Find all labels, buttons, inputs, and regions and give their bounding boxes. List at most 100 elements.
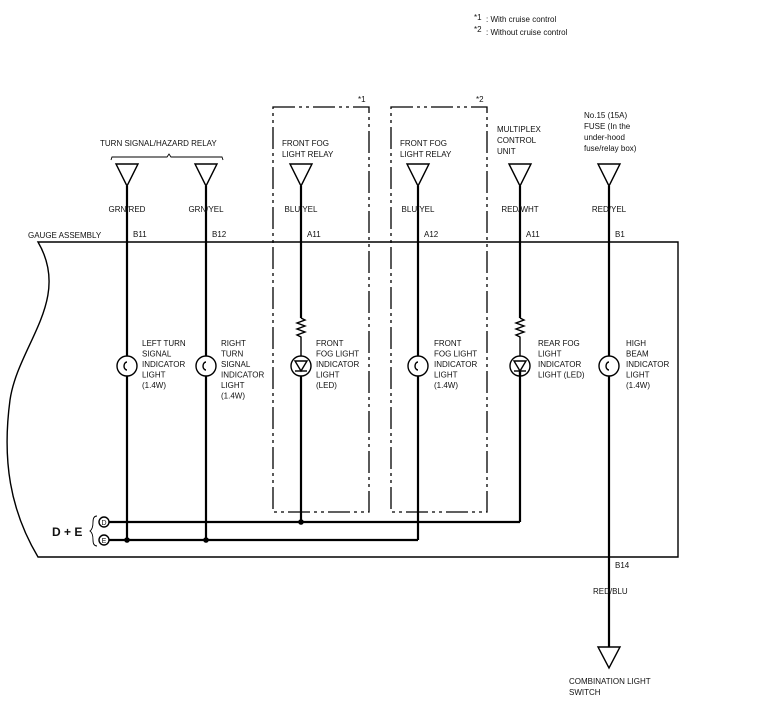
output-wire-color: RED/BLU bbox=[593, 587, 628, 596]
component-label-line: BEAM bbox=[626, 350, 649, 359]
note-1-text: : With cruise control bbox=[486, 15, 556, 24]
source-label-line: FRONT FOG bbox=[282, 139, 329, 148]
connector-triangle-icon bbox=[596, 163, 622, 188]
connector-triangle-icon bbox=[596, 646, 622, 670]
ground-label: D + E bbox=[52, 525, 82, 539]
pin-label: B11 bbox=[133, 230, 147, 239]
note-2-text: : Without cruise control bbox=[486, 28, 568, 37]
component-label-line: LIGHT bbox=[626, 371, 650, 380]
component-label-line: FRONT bbox=[316, 339, 344, 348]
circuit-2: GRN/YELB12RIGHTTURNSIGNALINDICATORLIGHT(… bbox=[188, 163, 264, 540]
source-label-line: under-hood bbox=[584, 133, 625, 142]
junction-dot bbox=[298, 519, 304, 525]
component-label-line: INDICATOR bbox=[538, 360, 581, 369]
component-label-line: LIGHT (LED) bbox=[538, 371, 585, 380]
component-label-line: (1.4W) bbox=[221, 392, 245, 401]
pin-label: B1 bbox=[615, 230, 625, 239]
component-label-line: FOG LIGHT bbox=[434, 350, 477, 359]
wire-color-label: GRN/RED bbox=[109, 205, 146, 214]
component-label-line: INDICATOR bbox=[626, 360, 669, 369]
source-label-line: LIGHT RELAY bbox=[282, 150, 334, 159]
connector-triangle-icon bbox=[405, 163, 431, 188]
component-label-line: FRONT bbox=[434, 339, 462, 348]
source-label-line: CONTROL bbox=[497, 136, 537, 145]
component-label-line: TURN bbox=[221, 350, 243, 359]
source-label-line: FUSE (In the bbox=[584, 122, 631, 131]
option-box-2-mark: *2 bbox=[476, 95, 484, 104]
component-label-line: SIGNAL bbox=[221, 360, 251, 369]
bulb-icon bbox=[407, 355, 429, 377]
bulb-icon bbox=[598, 355, 620, 377]
terminal-d-label: D bbox=[101, 520, 106, 527]
wire-color-label: BLU/YEL bbox=[402, 205, 435, 214]
component-label-line: INDICATOR bbox=[221, 371, 264, 380]
turn-signal-relay-label: TURN SIGNAL/HAZARD RELAY bbox=[100, 139, 217, 148]
option-box-2: *2 bbox=[390, 95, 488, 513]
component-label-line: FOG LIGHT bbox=[316, 350, 359, 359]
terminal-e-label: E bbox=[102, 538, 107, 545]
diode-glyph bbox=[293, 360, 309, 373]
source-front-fog-relay-1: FRONT FOG LIGHT RELAY bbox=[282, 139, 334, 159]
source-label-line: FRONT FOG bbox=[400, 139, 447, 148]
pin-label: A11 bbox=[526, 230, 540, 239]
output-combination-light-switch: B14 RED/BLU COMBINATION LIGHT SWITCH bbox=[569, 557, 651, 697]
wire-color-label: BLU/YEL bbox=[285, 205, 318, 214]
bulb-icon bbox=[116, 355, 138, 377]
resistor-icon bbox=[514, 317, 526, 356]
component-label-line: (1.4W) bbox=[142, 381, 166, 390]
component-label-line: INDICATOR bbox=[316, 360, 359, 369]
source-multiplex-control-unit: MULTIPLEX CONTROL UNIT bbox=[497, 125, 542, 156]
component-label-line: LIGHT bbox=[538, 350, 562, 359]
group-bracket bbox=[110, 153, 224, 161]
resistor-icon bbox=[295, 317, 307, 356]
option-box-1: *1 bbox=[272, 95, 370, 513]
component-label-line: (LED) bbox=[316, 381, 337, 390]
terminal-brace bbox=[89, 515, 98, 547]
source-fuse-15: No.15 (15A) FUSE (In the under-hood fuse… bbox=[584, 111, 637, 153]
wire-color-label: RED/WHT bbox=[501, 205, 538, 214]
source-label-line: fuse/relay box) bbox=[584, 144, 637, 153]
junction-dot bbox=[124, 537, 130, 543]
filament-glyph bbox=[202, 361, 207, 371]
source-label-line: UNIT bbox=[497, 147, 516, 156]
source-front-fog-relay-2: FRONT FOG LIGHT RELAY bbox=[400, 139, 452, 159]
filament-glyph bbox=[605, 361, 610, 371]
component-label-line: LIGHT bbox=[142, 371, 166, 380]
wire-color-label: GRN/YEL bbox=[188, 205, 224, 214]
component-label-line: LIGHT bbox=[221, 381, 245, 390]
component-label-line: REAR FOG bbox=[538, 339, 580, 348]
gauge-assembly-outline bbox=[6, 241, 679, 558]
footnotes: *1 : With cruise control *2 : Without cr… bbox=[474, 13, 568, 37]
component-label-line: INDICATOR bbox=[142, 360, 185, 369]
note-2-mark: *2 bbox=[474, 25, 482, 34]
led-icon bbox=[290, 355, 312, 377]
bulb-icon bbox=[195, 355, 217, 377]
output-label-line: COMBINATION LIGHT bbox=[569, 677, 651, 686]
component-label-line: (1.4W) bbox=[434, 381, 458, 390]
connector-triangle-icon bbox=[507, 163, 533, 188]
pin-label: A12 bbox=[424, 230, 439, 239]
terminal-d bbox=[98, 516, 110, 528]
source-label-line: MULTIPLEX bbox=[497, 125, 542, 134]
note-1-mark: *1 bbox=[474, 13, 482, 22]
diode-glyph bbox=[512, 360, 528, 373]
component-label-line: HIGH bbox=[626, 339, 646, 348]
component-label-line: INDICATOR bbox=[434, 360, 477, 369]
source-label-line: No.15 (15A) bbox=[584, 111, 627, 120]
junction-dot bbox=[203, 537, 209, 543]
ground-bus: D E D + E bbox=[52, 370, 522, 547]
connector-triangle-icon bbox=[288, 163, 314, 188]
component-label-line: LIGHT bbox=[434, 371, 458, 380]
connector-triangle-icon bbox=[114, 163, 140, 188]
wire-color-label: RED/YEL bbox=[592, 205, 627, 214]
output-pin-label: B14 bbox=[615, 561, 630, 570]
component-label-line: (1.4W) bbox=[626, 381, 650, 390]
source-label-line: LIGHT RELAY bbox=[400, 150, 452, 159]
